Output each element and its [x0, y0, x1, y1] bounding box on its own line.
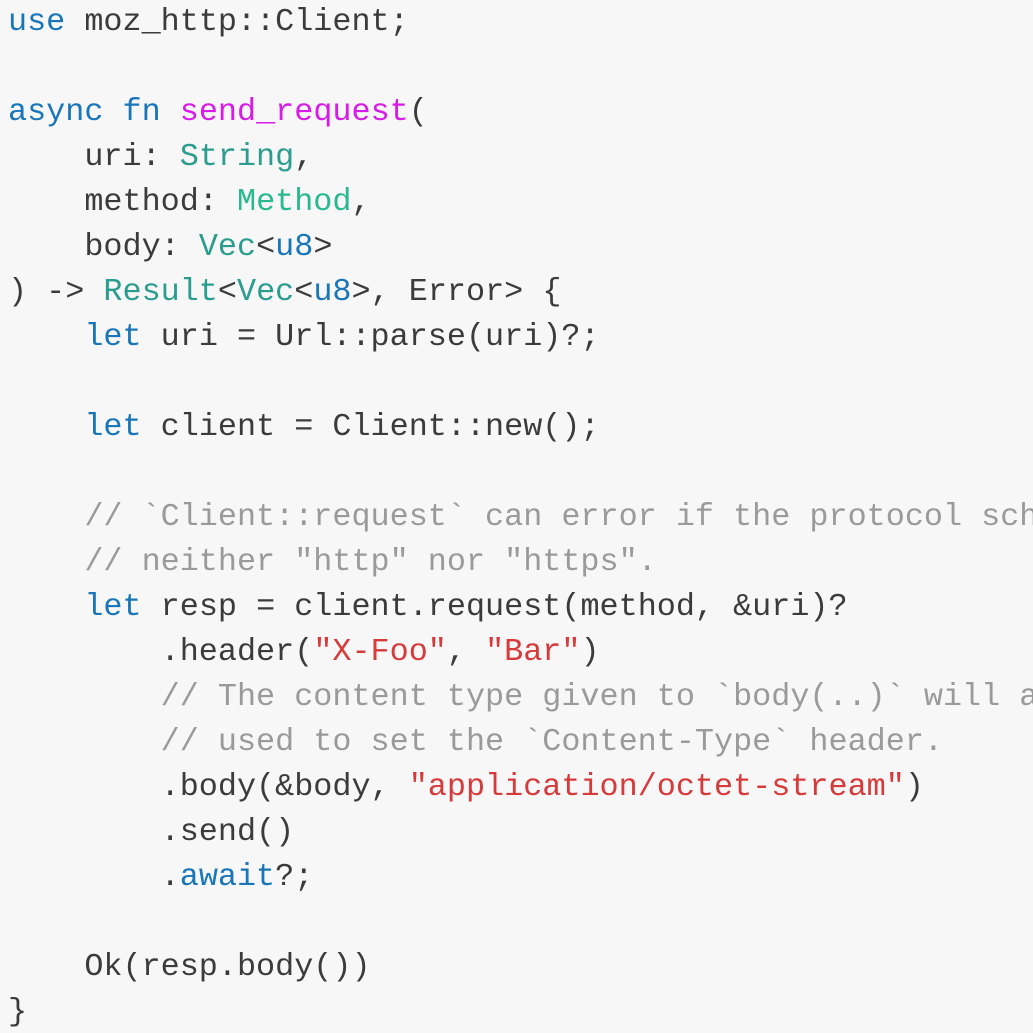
code-line: [8, 900, 1033, 945]
code-line: let uri = Url::parse(uri)?;: [8, 315, 1033, 360]
code-token-default: .: [8, 859, 180, 895]
code-line: // used to set the `Content-Type` header…: [8, 720, 1033, 765]
code-token-comment: // `Client::request` can error if the pr…: [8, 499, 1033, 535]
code-line: let client = Client::new();: [8, 405, 1033, 450]
code-token-type: String: [179, 139, 295, 175]
code-token-default: [8, 589, 84, 625]
code-token-keyword: let: [84, 319, 142, 355]
code-token-method_type: Method: [236, 184, 352, 220]
code-token-string: "Bar": [485, 634, 581, 670]
code-token-default: moz_http::Client;: [65, 4, 409, 40]
code-line: .send(): [8, 810, 1033, 855]
code-token-keyword: let: [84, 409, 142, 445]
code-token-default: ?;: [275, 859, 314, 895]
code-token-keyword: fn: [122, 94, 161, 130]
code-token-keyword: await: [179, 859, 276, 895]
code-token-string: "application/octet-stream": [408, 769, 905, 805]
code-token-default: [103, 94, 122, 130]
code-token-keyword: let: [84, 589, 142, 625]
code-token-default: <: [217, 274, 237, 310]
code-line: [8, 360, 1033, 405]
code-token-type: Vec: [237, 274, 295, 310]
code-line: .body(&body, "application/octet-stream"): [8, 765, 1033, 810]
code-line: [8, 450, 1033, 495]
code-line: // `Client::request` can error if the pr…: [8, 495, 1033, 540]
code-token-default: >: [313, 229, 333, 265]
code-token-comment: // used to set the `Content-Type` header…: [8, 724, 943, 760]
code-token-default: (: [408, 94, 428, 130]
code-token-default: body:: [8, 229, 199, 265]
code-line: }: [8, 990, 1033, 1033]
code-line: // The content type given to `body(..)` …: [8, 675, 1033, 720]
code-line: use moz_http::Client;: [8, 0, 1033, 45]
code-token-default: >, Error> {: [351, 274, 562, 310]
code-token-default: uri:: [8, 139, 180, 175]
code-token-keyword: u8: [313, 274, 352, 310]
code-token-default: .body(&body,: [8, 769, 409, 805]
code-token-type: Vec: [198, 229, 257, 265]
code-token-default: client = Client::new();: [141, 409, 600, 445]
code-token-type: Result: [103, 274, 218, 310]
code-token-function: send_request: [179, 94, 409, 130]
code-line: uri: String,: [8, 135, 1033, 180]
code-token-default: Ok(resp.body()): [8, 949, 371, 985]
code-line: let resp = client.request(method, &uri)?: [8, 585, 1033, 630]
code-token-default: ): [580, 634, 600, 670]
code-token-string: "X-Foo": [313, 634, 447, 670]
code-token-default: resp = client.request(method, &uri)?: [141, 589, 848, 625]
code-token-default: uri = Url::parse(uri)?;: [141, 319, 600, 355]
code-line: .await?;: [8, 855, 1033, 900]
code-token-comment: // neither "http" nor "https".: [8, 544, 657, 580]
code-token-default: .send(): [8, 814, 295, 850]
code-token-default: ,: [446, 634, 486, 670]
code-token-keyword: u8: [275, 229, 314, 265]
code-block: use moz_http::Client;async fn send_reque…: [8, 0, 1033, 1033]
code-token-default: <: [256, 229, 276, 265]
code-token-default: .header(: [8, 634, 314, 670]
code-token-default: }: [8, 994, 28, 1030]
code-token-keyword: async: [8, 94, 104, 130]
code-token-default: ,: [294, 139, 314, 175]
code-token-comment: // The content type given to `body(..)` …: [8, 679, 1033, 715]
code-line: Ok(resp.body()): [8, 945, 1033, 990]
code-token-default: [161, 94, 180, 130]
code-token-default: [8, 409, 84, 445]
code-line: [8, 45, 1033, 90]
code-token-default: ) ->: [8, 274, 104, 310]
code-line: method: Method,: [8, 180, 1033, 225]
code-token-keyword: use: [8, 4, 66, 40]
code-line: // neither "http" nor "https".: [8, 540, 1033, 585]
code-line: body: Vec<u8>: [8, 225, 1033, 270]
code-token-default: [8, 319, 84, 355]
code-line: .header("X-Foo", "Bar"): [8, 630, 1033, 675]
code-token-default: <: [294, 274, 314, 310]
code-token-default: ,: [351, 184, 371, 220]
code-line: ) -> Result<Vec<u8>, Error> {: [8, 270, 1033, 315]
code-token-default: ): [904, 769, 924, 805]
code-token-default: method:: [8, 184, 237, 220]
code-line: async fn send_request(: [8, 90, 1033, 135]
